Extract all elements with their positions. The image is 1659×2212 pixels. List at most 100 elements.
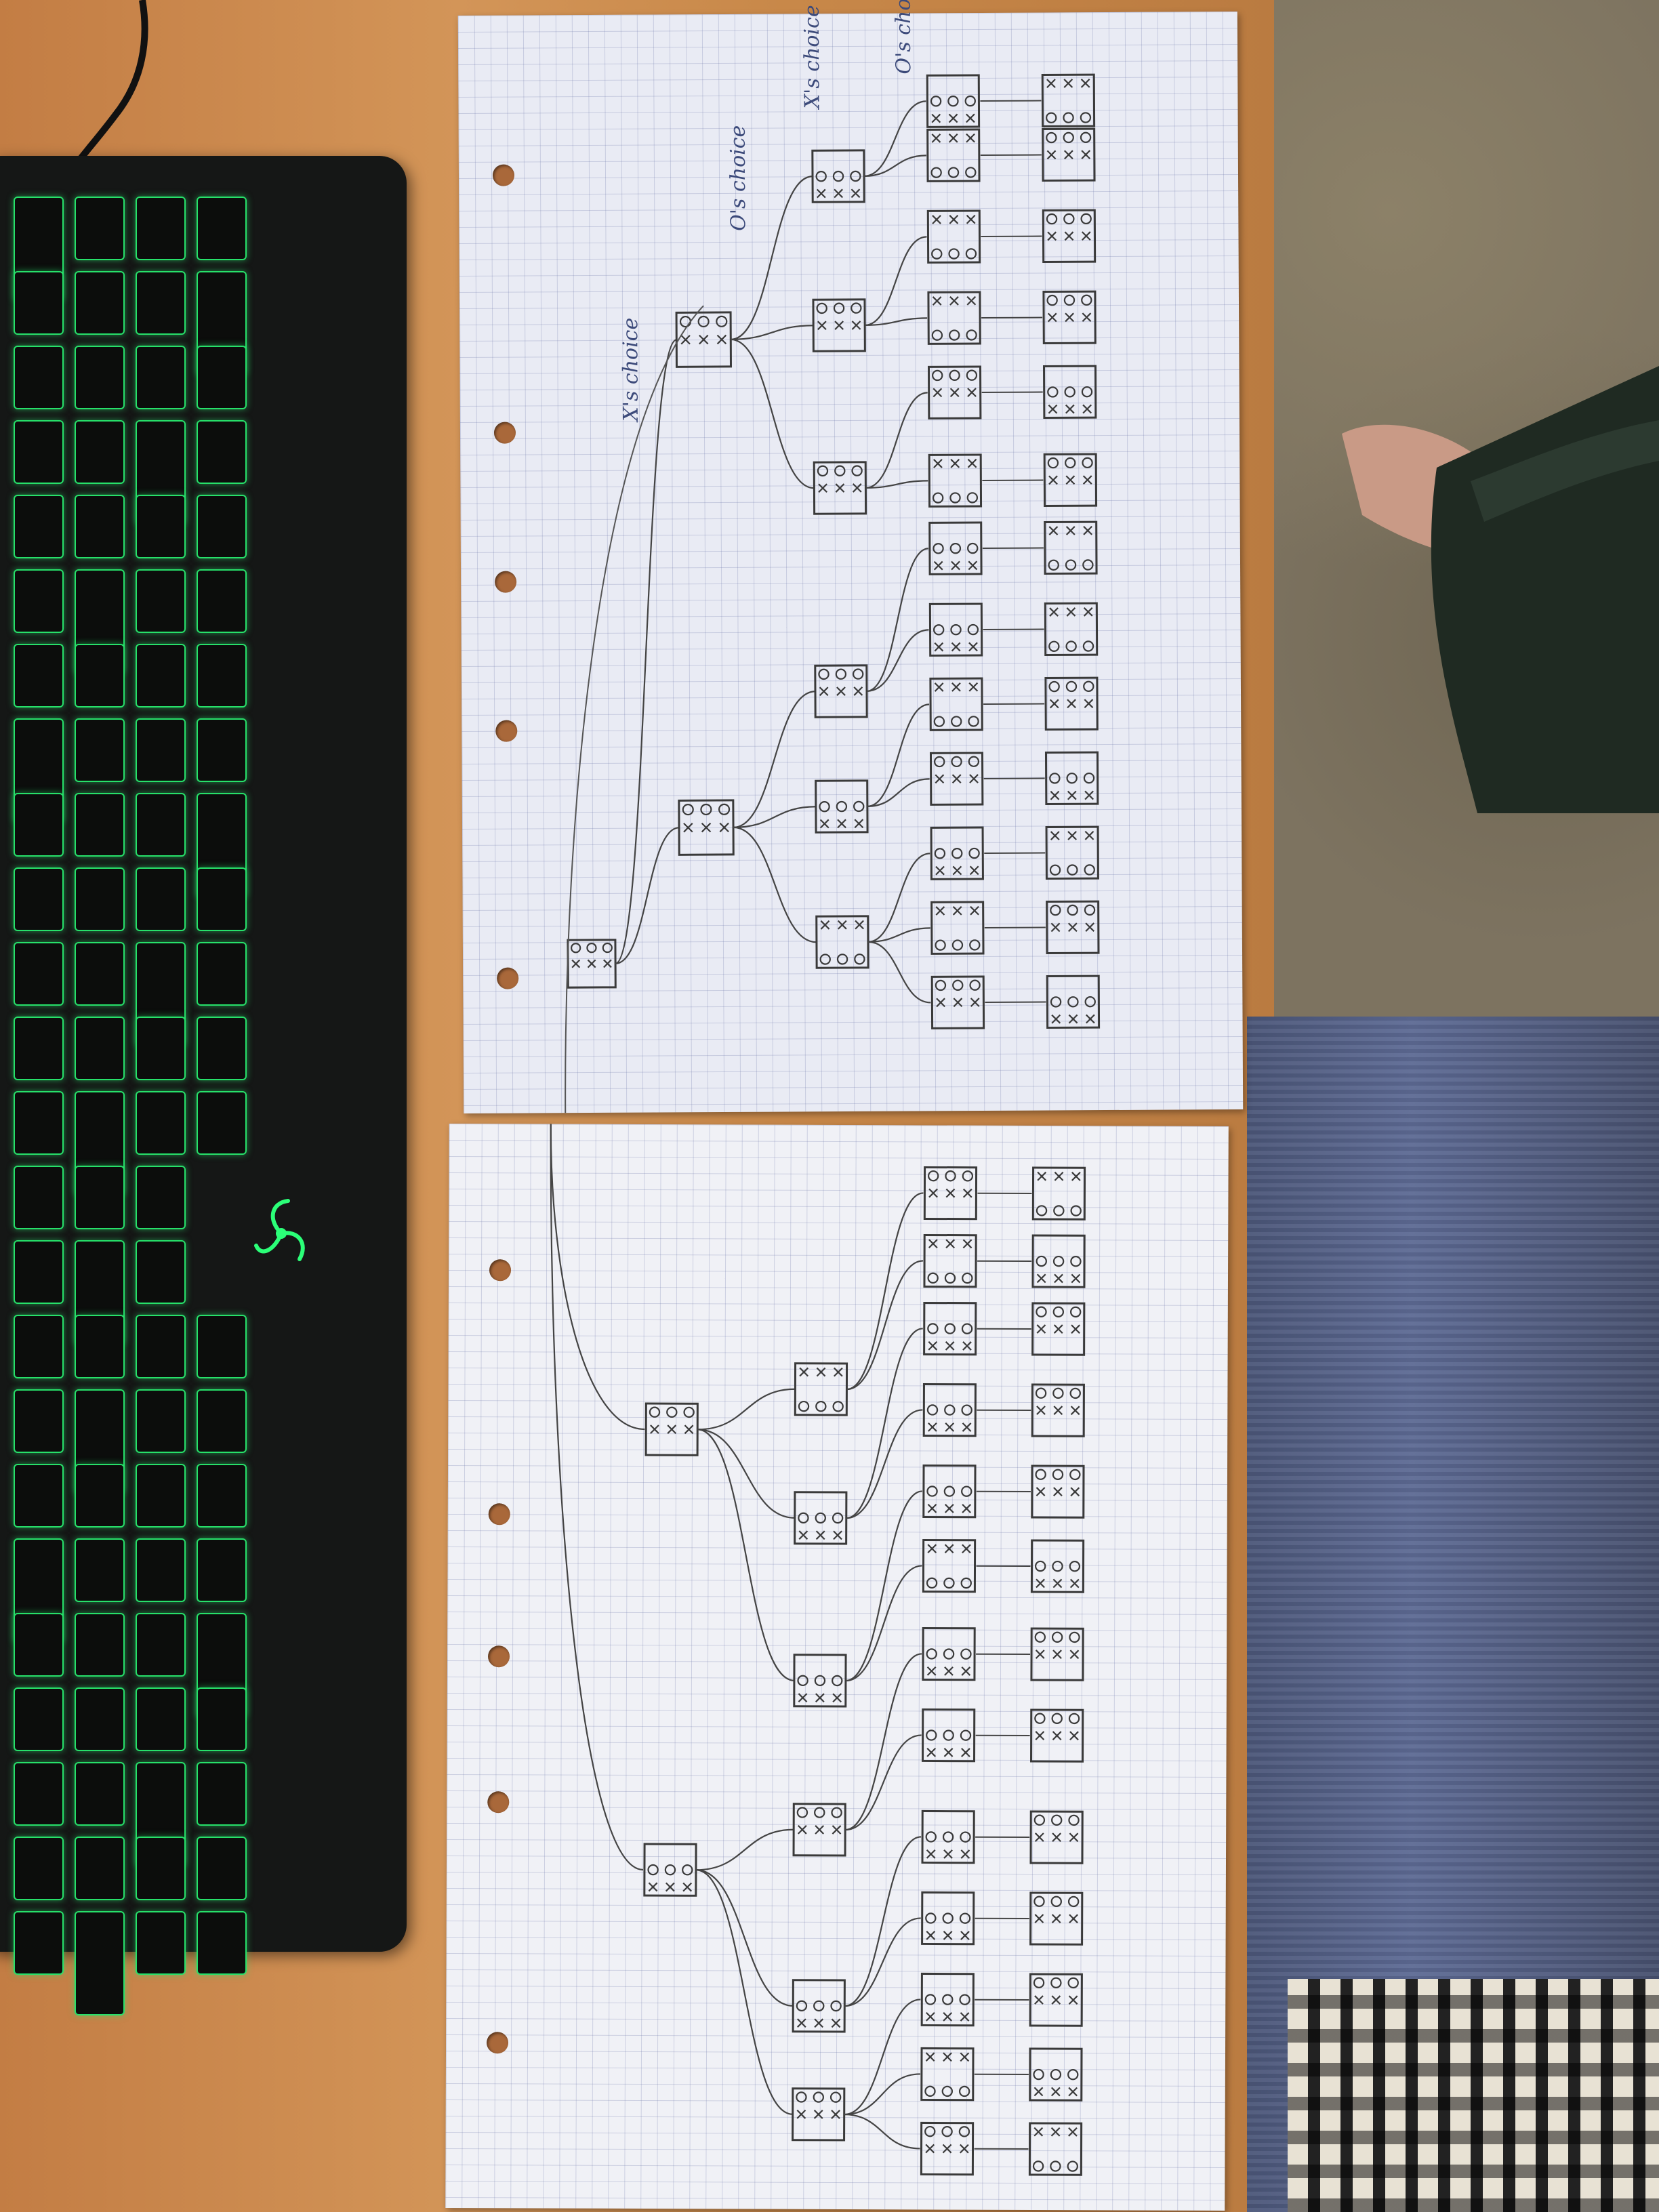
keyboard-key	[75, 495, 125, 558]
keyboard-key	[14, 1389, 64, 1453]
keyboard-key	[14, 1017, 64, 1080]
board-box	[928, 453, 983, 508]
tree-branch	[550, 1124, 643, 1871]
board-box	[929, 752, 984, 806]
green-backlit-keyboard	[0, 156, 407, 2015]
board-box	[920, 1972, 975, 2027]
board-box	[567, 939, 617, 989]
keyboard-key	[14, 1911, 64, 1975]
board-box	[926, 209, 981, 264]
keyboard-key	[197, 1464, 247, 1528]
keyboard-key	[75, 1538, 125, 1602]
keyboard-key	[197, 644, 247, 708]
tree-branch	[731, 176, 813, 341]
keyboard-key	[197, 1389, 247, 1453]
board-box	[923, 1166, 978, 1221]
board-box	[926, 74, 981, 128]
board-box	[1029, 1973, 1083, 2027]
keyboard-key	[197, 942, 247, 1006]
keyboard-key	[75, 346, 125, 409]
keyboard-key	[197, 1017, 247, 1080]
keyboard-key	[197, 346, 247, 409]
keyboard-key	[136, 1315, 186, 1378]
tree-branch	[733, 806, 816, 829]
keyboard-key	[14, 495, 64, 558]
board-box	[678, 799, 735, 856]
keyboard-key	[14, 1687, 64, 1751]
keyboard-key	[197, 1315, 247, 1378]
board-box	[927, 291, 981, 345]
keyboard-key	[197, 420, 247, 484]
keyboard-key	[75, 1837, 125, 1900]
board-box	[1030, 1708, 1084, 1763]
plaid-fabric	[1288, 1979, 1659, 2212]
keyboard-key	[197, 1538, 247, 1602]
o-choice-annotation-right: O's choice	[891, 0, 916, 75]
board-box	[1042, 127, 1096, 182]
board-box	[923, 1233, 977, 1288]
tree-branch	[865, 480, 928, 489]
keyboard-key	[136, 197, 186, 260]
x-choice-annotation: X's choice	[619, 317, 643, 422]
tree-branch	[845, 1565, 922, 1682]
tree-branch	[733, 826, 817, 943]
tree-branch	[846, 1192, 924, 1391]
keyboard-key	[75, 197, 125, 260]
keyboard-key	[14, 346, 64, 409]
board-box	[794, 1491, 848, 1545]
keyboard-key	[197, 569, 247, 633]
keyboard-key	[14, 1613, 64, 1677]
keyboard-key	[14, 793, 64, 857]
keyboard-key	[136, 1389, 186, 1453]
tree-branch	[731, 325, 814, 341]
board-box	[1031, 1383, 1085, 1437]
razer-logo-icon	[254, 1199, 305, 1261]
person-leg	[1342, 366, 1659, 813]
keyboard-key	[197, 197, 247, 260]
keyboard-key	[136, 1687, 186, 1751]
tree-branch	[865, 392, 928, 489]
board-box	[922, 1464, 977, 1519]
board-box	[1044, 602, 1099, 657]
board-box	[930, 975, 985, 1029]
board-box	[930, 826, 984, 880]
keyboard-key	[75, 867, 125, 931]
board-box	[812, 298, 866, 352]
keyboard-key	[136, 1837, 186, 1900]
board-box	[813, 461, 867, 515]
board-box	[1046, 900, 1100, 954]
tree-branch	[867, 703, 930, 807]
tree-branch	[846, 1260, 924, 1391]
keyboard-key	[75, 718, 125, 782]
board-box	[922, 1626, 976, 1681]
tree-branch	[845, 1734, 922, 1831]
board-box	[643, 1843, 697, 1897]
keyboard-key	[14, 1837, 64, 1900]
tree-branch	[844, 2113, 920, 2150]
keyboard-key	[75, 420, 125, 484]
board-box	[644, 1402, 699, 1456]
keyboard-key	[197, 1837, 247, 1900]
board-box	[1029, 1891, 1084, 1946]
keyboard-key	[75, 1762, 125, 1826]
board-box	[921, 1809, 975, 1864]
tree-branch	[844, 2073, 920, 2116]
keyboard-key	[136, 644, 186, 708]
keyboard-key	[136, 1911, 186, 1975]
tree-branch	[865, 236, 927, 326]
keyboard-key	[14, 1762, 64, 1826]
keyboard-key	[197, 1091, 247, 1155]
keyboard-key	[197, 495, 247, 558]
board-box	[1031, 1166, 1086, 1221]
keyboard-key	[136, 271, 186, 335]
keyboard-key	[14, 1240, 64, 1304]
keyboard-key	[197, 1762, 247, 1826]
board-box	[811, 149, 865, 203]
board-box	[1044, 751, 1099, 806]
keyboard-key	[14, 1315, 64, 1378]
board-box	[1044, 520, 1098, 575]
tree-branch	[550, 1124, 645, 1431]
tree-branch	[846, 1409, 923, 1519]
keyboard-key	[136, 1240, 186, 1304]
